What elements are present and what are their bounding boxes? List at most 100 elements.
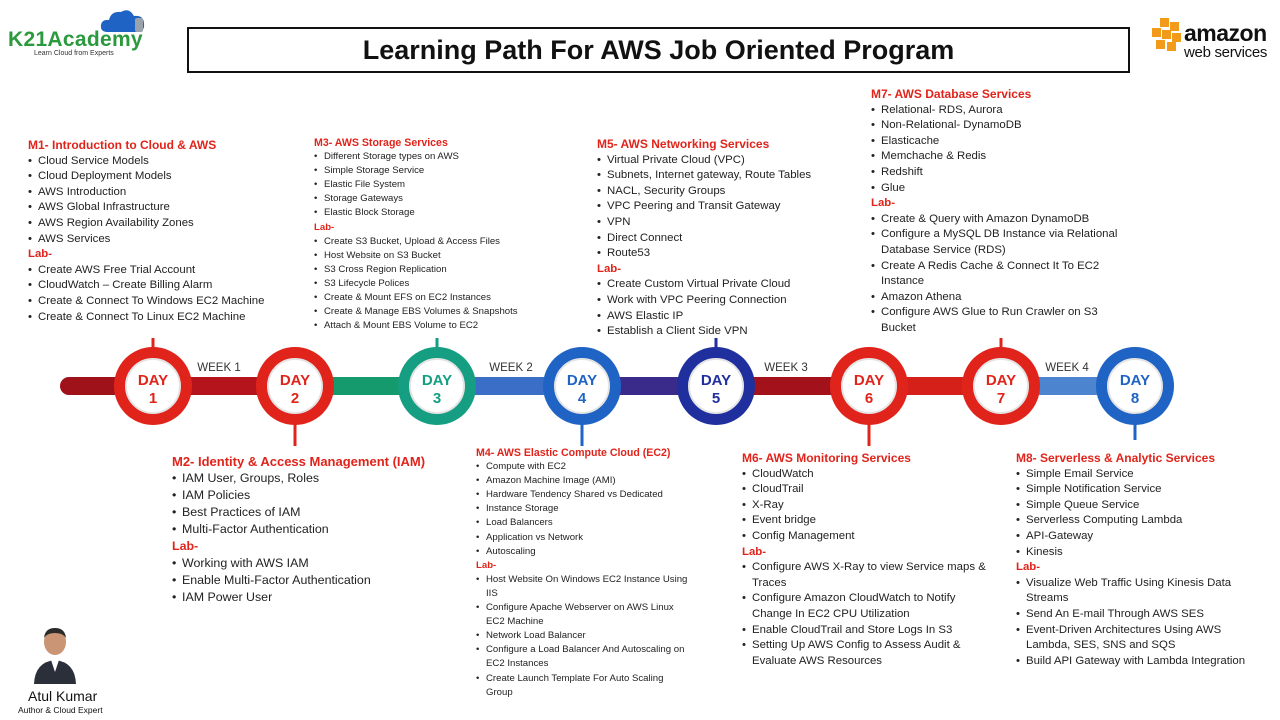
week-label: WEEK 1 xyxy=(197,362,240,374)
lab-item: Create & Connect To Linux EC2 Machine xyxy=(28,310,264,326)
module-m7: M7- AWS Database ServicesRelational- RDS… xyxy=(871,87,1126,337)
module-topic: Elastic File System xyxy=(314,178,518,192)
module-topic: Simple Notification Service xyxy=(1016,482,1266,498)
lab-item: Enable Multi-Factor Authentication xyxy=(172,572,425,589)
lab-item: Configure a MySQL DB Instance via Relati… xyxy=(871,227,1126,258)
module-topic: AWS Global Infrastructure xyxy=(28,200,264,216)
lab-label: Lab- xyxy=(28,248,53,261)
lab-item: Host Website On Windows EC2 Instance Usi… xyxy=(476,573,691,601)
module-topic: AWS Region Availability Zones xyxy=(28,216,264,232)
lab-item: Create & Connect To Windows EC2 Machine xyxy=(28,294,264,310)
module-topic: Instance Storage xyxy=(476,502,691,516)
module-topic: Config Management xyxy=(742,529,997,545)
module-topic: Elasticache xyxy=(871,134,1126,150)
day-label: DAY xyxy=(280,372,310,389)
day-number: 6 xyxy=(865,390,873,407)
day-number: 4 xyxy=(578,390,587,407)
lab-item: Create & Mount EFS on EC2 Instances xyxy=(314,291,518,305)
module-topic: Application vs Network xyxy=(476,531,691,545)
module-topic: Compute with EC2 xyxy=(476,460,691,474)
module-topic: Subnets, Internet gateway, Route Tables xyxy=(597,168,811,184)
lab-item: Create Custom Virtual Private Cloud xyxy=(597,277,811,293)
module-title: M2- Identity & Access Management (IAM) xyxy=(172,454,426,469)
lab-item: Configure AWS X-Ray to view Service maps… xyxy=(742,560,997,591)
lab-item: AWS Elastic IP xyxy=(597,309,811,325)
module-title: M4- AWS Elastic Compute Cloud (EC2) xyxy=(476,447,671,459)
lab-item: Establish a Client Side VPN xyxy=(597,324,811,340)
module-topic: Simple Storage Service xyxy=(314,164,518,178)
lab-item: IAM Power User xyxy=(172,589,425,606)
lab-item: Configure Amazon CloudWatch to Notify Ch… xyxy=(742,591,997,622)
timeline-connectors xyxy=(151,338,1137,446)
day-number: 1 xyxy=(149,390,157,407)
module-topic: Load Balancers xyxy=(476,516,691,530)
module-topic: Relational- RDS, Aurora xyxy=(871,103,1126,119)
aws-logo-line2: web services xyxy=(1184,44,1268,61)
module-topic: Kinesis xyxy=(1016,545,1266,561)
lab-item: S3 Lifecycle Polices xyxy=(314,277,518,291)
module-topic: VPN xyxy=(597,215,811,231)
lab-item: Enable CloudTrail and Store Logs In S3 xyxy=(742,623,997,639)
module-topic: AWS Services xyxy=(28,232,264,248)
lab-item: Configure a Load Balancer And Autoscalin… xyxy=(476,643,691,671)
module-title: M7- AWS Database Services xyxy=(871,87,1032,101)
lab-label: Lab- xyxy=(597,262,622,275)
module-topic: Event bridge xyxy=(742,513,997,529)
module-topic: Different Storage types on AWS xyxy=(314,150,518,164)
module-topic: Cloud Deployment Models xyxy=(28,169,264,185)
lab-item: Create AWS Free Trial Account xyxy=(28,263,264,279)
lab-item: CloudWatch – Create Billing Alarm xyxy=(28,278,264,294)
lab-item: Work with VPC Peering Connection xyxy=(597,293,811,309)
module-title: M5- AWS Networking Services xyxy=(597,137,770,151)
lab-item: Visualize Web Traffic Using Kinesis Data… xyxy=(1016,576,1266,607)
lab-item: Configure Apache Webserver on AWS Linux … xyxy=(476,601,691,629)
lab-item: Create S3 Bucket, Upload & Access Files xyxy=(314,235,518,249)
day-number: 8 xyxy=(1131,390,1139,407)
module-topic: CloudWatch xyxy=(742,467,997,483)
module-m8: M8- Serverless & Analytic ServicesSimple… xyxy=(1016,451,1266,669)
lab-label: Lab- xyxy=(172,539,199,553)
day-label: DAY xyxy=(701,372,731,389)
module-title: M8- Serverless & Analytic Services xyxy=(1016,451,1216,465)
lab-item: Create A Redis Cache & Connect It To EC2… xyxy=(871,259,1126,290)
module-m3: M3- AWS Storage ServicesDifferent Storag… xyxy=(314,136,518,333)
lab-item: S3 Cross Region Replication xyxy=(314,263,518,277)
module-topic: Simple Email Service xyxy=(1016,467,1266,483)
lab-label: Lab- xyxy=(1016,561,1041,574)
lab-item: Create & Query with Amazon DynamoDB xyxy=(871,212,1126,228)
lab-item: Setting Up AWS Config to Assess Audit & … xyxy=(742,638,997,669)
brand-tagline: Learn Cloud from Experts xyxy=(34,50,114,57)
author-name: Atul Kumar xyxy=(28,688,98,704)
module-topic: Best Practices of IAM xyxy=(172,504,425,521)
lab-label: Lab- xyxy=(314,221,335,233)
timeline: WEEK 1 WEEK 2 WEEK 3 WEEK 4 DAY1DAY2DAY3… xyxy=(60,338,1174,446)
module-title: M1- Introduction to Cloud & AWS xyxy=(28,138,217,152)
module-topic: Route53 xyxy=(597,246,811,262)
module-title: M3- AWS Storage Services xyxy=(314,137,448,149)
lab-item: Create Launch Template For Auto Scaling … xyxy=(476,672,691,700)
aws-logo-line1: amazon xyxy=(1184,20,1267,46)
module-topic: CloudTrail xyxy=(742,482,997,498)
lab-item: Network Load Balancer xyxy=(476,629,691,643)
module-topic: IAM Policies xyxy=(172,487,425,504)
lab-item: Create & Manage EBS Volumes & Snapshots xyxy=(314,305,518,319)
cloud-icon xyxy=(100,10,145,32)
day-number: 5 xyxy=(712,390,720,407)
module-topic: API-Gateway xyxy=(1016,529,1266,545)
day-label: DAY xyxy=(422,372,452,389)
day-number: 7 xyxy=(997,390,1005,407)
day-label: DAY xyxy=(854,372,884,389)
module-topic: Glue xyxy=(871,181,1126,197)
week-label: WEEK 4 xyxy=(1045,362,1089,374)
aws-cubes-icon xyxy=(1152,18,1181,51)
day-label: DAY xyxy=(138,372,168,389)
module-m2: M2- Identity & Access Management (IAM) IA… xyxy=(172,453,425,606)
lab-item: Configure AWS Glue to Run Crawler on S3 … xyxy=(871,305,1126,336)
module-topic: Multi-Factor Authentication xyxy=(172,521,425,538)
module-topic: Simple Queue Service xyxy=(1016,498,1266,514)
lab-item: Send An E-mail Through AWS SES xyxy=(1016,607,1266,623)
